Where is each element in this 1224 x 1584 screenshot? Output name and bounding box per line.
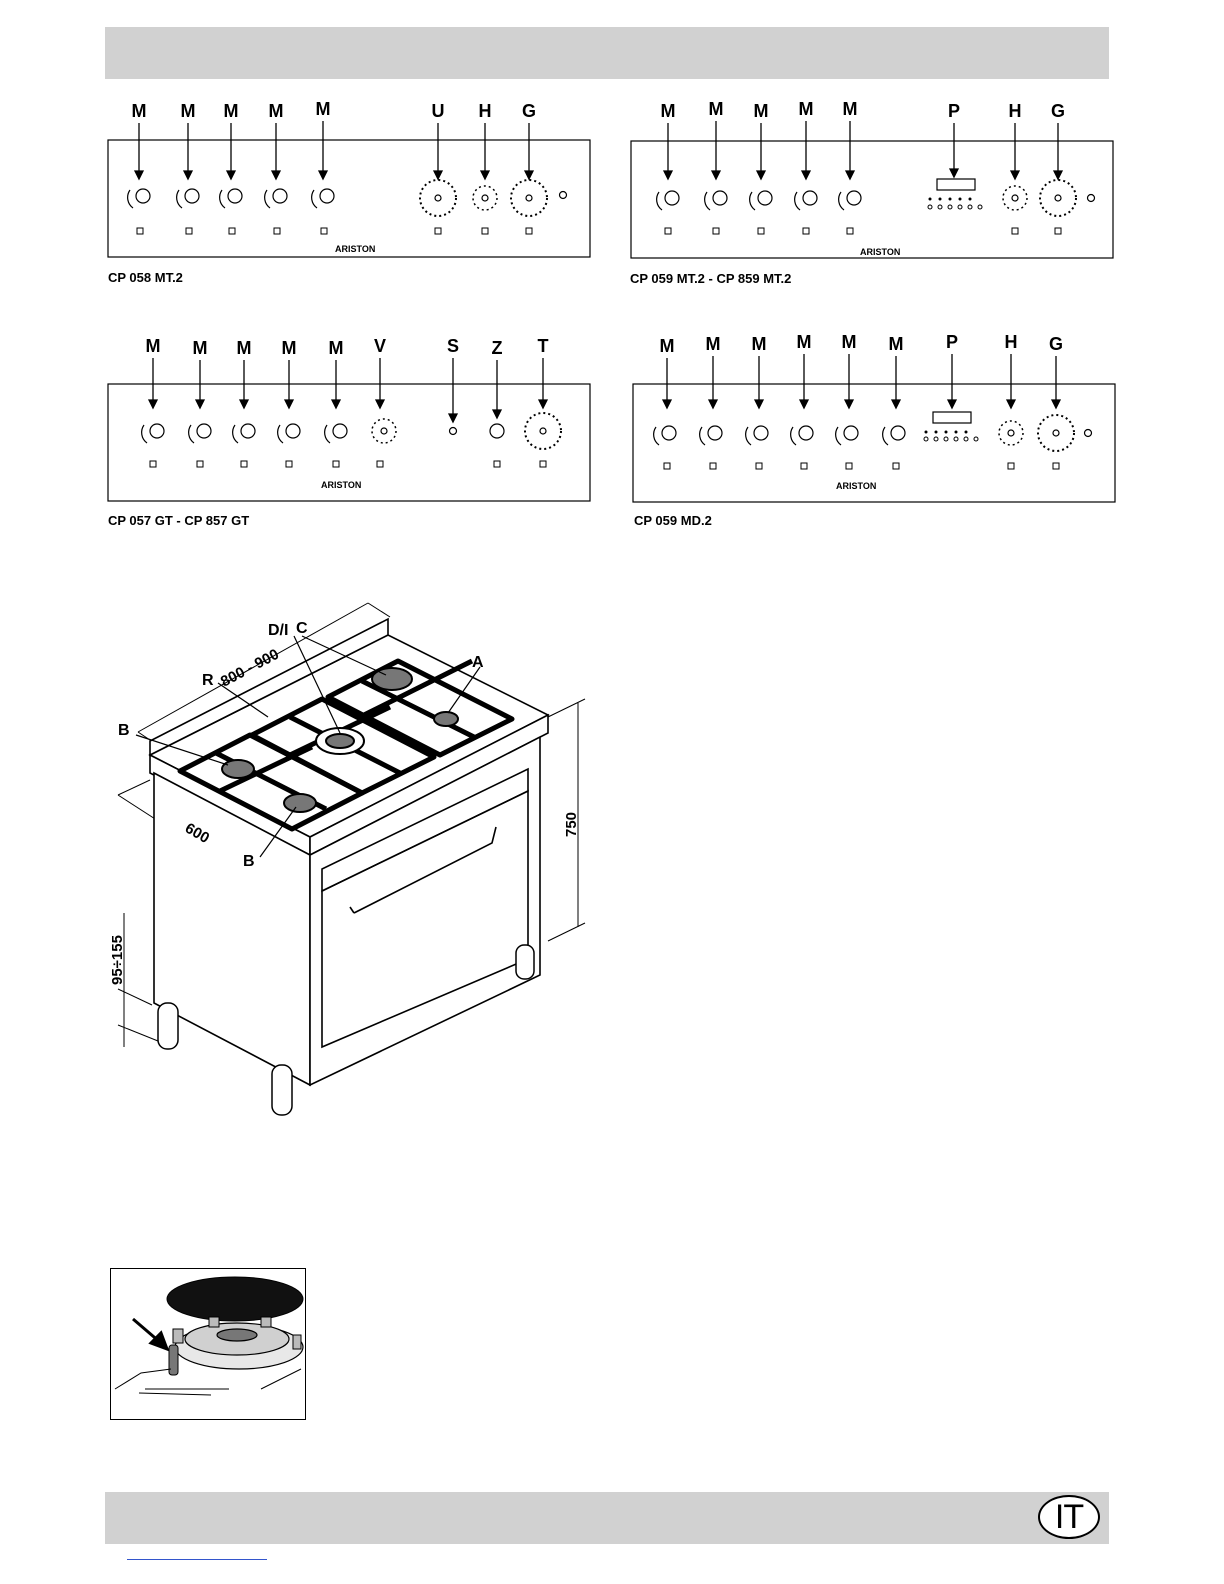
control-panel-cp058: M M M M M U H G	[105, 95, 595, 265]
language-label: IT	[1055, 1500, 1083, 1534]
header-band	[105, 27, 1109, 79]
brand-logo: ARISTON	[321, 480, 361, 490]
footer-link-rule	[127, 1559, 267, 1560]
label-c: C	[296, 620, 308, 637]
label-r: R	[202, 672, 214, 689]
control-panel-cp059mt: M M M M M P H G	[628, 95, 1118, 265]
panel-letter: M	[709, 99, 724, 119]
label-a: A	[472, 654, 484, 671]
panel-letter: M	[706, 334, 721, 354]
panel-letter: U	[432, 101, 445, 121]
stove-drawing: D/I C R A B B 800 - 900 600 750 95÷155	[100, 595, 600, 1125]
control-panel-cp057: M M M M M V S Z T	[105, 330, 595, 505]
panel-letter: M	[181, 101, 196, 121]
panel-frame	[631, 141, 1113, 258]
brand-logo: ARISTON	[860, 247, 900, 257]
panel-letter: Z	[492, 338, 503, 358]
panel-letter: M	[316, 99, 331, 119]
control-panel-cp059md: M M M M M M P H G	[628, 330, 1118, 505]
panel-letter: M	[754, 101, 769, 121]
label-b-top: B	[118, 722, 130, 739]
dimension-feet: 95÷155	[109, 935, 126, 985]
brand-logo: ARISTON	[836, 481, 876, 491]
language-badge: IT	[1038, 1495, 1100, 1539]
panel-caption: CP 059 MD.2	[634, 513, 712, 528]
panel-caption: CP 059 MT.2 - CP 859 MT.2	[630, 271, 791, 286]
panel-letter: H	[1005, 332, 1018, 352]
panel-letter: S	[447, 336, 459, 356]
panel-letter: P	[948, 101, 960, 121]
panel-letter: H	[479, 101, 492, 121]
footer-band	[105, 1492, 1109, 1544]
panel-letter: P	[946, 332, 958, 352]
panel-letter: M	[843, 99, 858, 119]
panel-letter: M	[329, 338, 344, 358]
panel-letter: V	[374, 336, 386, 356]
panel-caption: CP 058 MT.2	[108, 270, 183, 285]
dimension-height: 750	[563, 812, 580, 837]
panel-letter: G	[1051, 101, 1065, 121]
burner-detail-figure	[110, 1268, 306, 1420]
panel-letter: M	[661, 101, 676, 121]
panel-letter: G	[1049, 334, 1063, 354]
panel-frame	[108, 140, 590, 257]
panel-letter: M	[797, 332, 812, 352]
panel-letter: M	[193, 338, 208, 358]
panel-letter: M	[799, 99, 814, 119]
panel-letter: M	[146, 336, 161, 356]
panel-letter: M	[132, 101, 147, 121]
panel-letter: M	[889, 334, 904, 354]
panel-letter: M	[224, 101, 239, 121]
brand-logo: ARISTON	[335, 244, 375, 254]
panel-letter: G	[522, 101, 536, 121]
panel-letter: M	[282, 338, 297, 358]
panel-letter: M	[660, 336, 675, 356]
panel-letter: M	[842, 332, 857, 352]
panel-letter: M	[752, 334, 767, 354]
label-b-bottom: B	[243, 853, 255, 870]
label-dl: D/I	[268, 622, 288, 639]
panel-letter: M	[237, 338, 252, 358]
burner-ignition-icon	[111, 1269, 307, 1421]
panel-letter: M	[269, 101, 284, 121]
panel-letter: T	[538, 336, 549, 356]
panel-caption: CP 057 GT - CP 857 GT	[108, 513, 249, 528]
panel-letter: H	[1009, 101, 1022, 121]
